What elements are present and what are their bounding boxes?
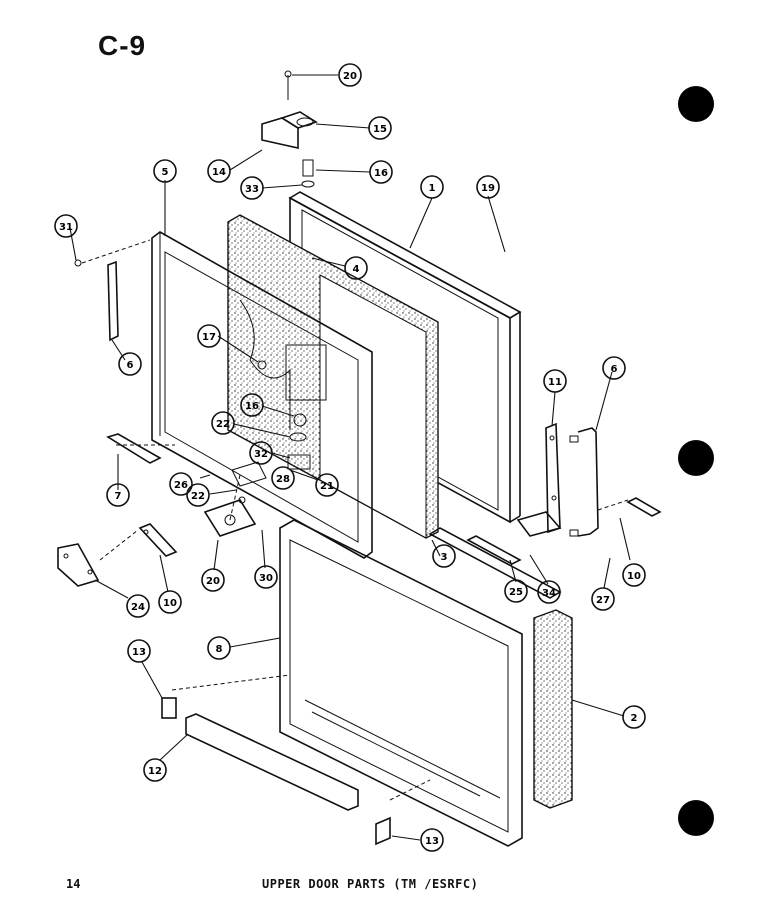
callout-15: 15 bbox=[368, 116, 392, 140]
callout-28: 28 bbox=[271, 466, 295, 490]
page-caption: UPPER DOOR PARTS (TM /ESRFC) bbox=[262, 877, 479, 891]
callout-13-upper: 13 bbox=[127, 639, 151, 663]
svg-text:13: 13 bbox=[425, 836, 439, 847]
top-hinge-hardware bbox=[261, 70, 318, 188]
svg-text:30: 30 bbox=[259, 573, 273, 584]
svg-text:20: 20 bbox=[343, 71, 357, 82]
part-7-strip bbox=[106, 433, 162, 464]
callout-11: 11 bbox=[543, 369, 567, 393]
svg-text:19: 19 bbox=[481, 183, 495, 194]
svg-text:8: 8 bbox=[216, 644, 223, 655]
svg-text:27: 27 bbox=[596, 595, 610, 606]
part-12-bottom-strip bbox=[185, 713, 359, 811]
alignment-lines bbox=[99, 444, 629, 801]
svg-text:4: 4 bbox=[353, 264, 360, 275]
callout-12: 12 bbox=[143, 758, 167, 782]
svg-text:33: 33 bbox=[245, 184, 259, 195]
part-2-side-cap bbox=[533, 609, 573, 809]
page-code: C-9 bbox=[98, 30, 147, 61]
center-hinge-hardware bbox=[203, 344, 327, 537]
callout-34: 34 bbox=[537, 580, 561, 604]
svg-text:2: 2 bbox=[631, 713, 638, 724]
binder-hole-middle bbox=[678, 440, 714, 476]
callout-7: 7 bbox=[106, 483, 130, 507]
page-number: 14 bbox=[66, 877, 81, 891]
callout-26: 26 bbox=[169, 472, 193, 496]
callout-32: 32 bbox=[249, 441, 273, 465]
callout-22-upper: 22 bbox=[211, 411, 235, 435]
svg-text:21: 21 bbox=[320, 481, 334, 492]
callout-21: 21 bbox=[315, 473, 339, 497]
callout-6-left: 6 bbox=[118, 352, 142, 376]
callout-20-lower: 20 bbox=[201, 568, 225, 592]
callout-33: 33 bbox=[240, 176, 264, 200]
binder-hole-top bbox=[678, 86, 714, 122]
part-11-handle-bracket bbox=[516, 422, 562, 537]
svg-text:24: 24 bbox=[131, 602, 145, 613]
svg-text:16: 16 bbox=[374, 168, 388, 179]
callout-24: 24 bbox=[126, 594, 150, 618]
svg-text:13: 13 bbox=[132, 647, 146, 658]
svg-text:5: 5 bbox=[162, 167, 169, 178]
part-4-insulation-panel bbox=[227, 214, 439, 539]
callout-14: 14 bbox=[207, 159, 231, 183]
callout-16-mid: 16 bbox=[240, 393, 264, 417]
callout-27: 27 bbox=[591, 587, 615, 611]
callout-2: 2 bbox=[622, 705, 646, 729]
callout-6-right: 6 bbox=[602, 356, 626, 380]
svg-text:25: 25 bbox=[509, 587, 523, 598]
callout-17: 17 bbox=[197, 324, 221, 348]
svg-text:1: 1 bbox=[429, 183, 436, 194]
callout-30: 30 bbox=[254, 565, 278, 589]
callout-10-left: 10 bbox=[158, 590, 182, 614]
svg-text:22: 22 bbox=[216, 419, 230, 430]
svg-text:16: 16 bbox=[245, 401, 259, 412]
part-13-clip-right bbox=[375, 816, 391, 846]
callout-20-top: 20 bbox=[338, 63, 362, 87]
callout-13-lower: 13 bbox=[420, 828, 444, 852]
callout-1: 1 bbox=[420, 175, 444, 199]
callout-19: 19 bbox=[476, 175, 500, 199]
part-3-breaker-strip bbox=[428, 527, 562, 599]
callout-31: 31 bbox=[54, 214, 78, 238]
part-6-door-handle bbox=[569, 427, 662, 537]
part-13-clip-left bbox=[161, 697, 177, 719]
svg-text:3: 3 bbox=[441, 552, 448, 563]
svg-text:28: 28 bbox=[276, 474, 290, 485]
binder-hole-bottom bbox=[678, 800, 714, 836]
svg-text:17: 17 bbox=[202, 332, 216, 343]
part-5-gasket-frame bbox=[151, 231, 373, 559]
svg-text:15: 15 bbox=[373, 124, 387, 135]
part-10-hinge-pin bbox=[138, 523, 178, 557]
callout-4: 4 bbox=[344, 256, 368, 280]
callout-16-top: 16 bbox=[369, 160, 393, 184]
svg-text:12: 12 bbox=[148, 766, 162, 777]
svg-text:20: 20 bbox=[206, 576, 220, 587]
callout-22-lower: 22 bbox=[186, 483, 210, 507]
part-8-door-outer-panel bbox=[279, 519, 523, 847]
callout-3: 3 bbox=[432, 544, 456, 568]
leader-lines bbox=[69, 74, 631, 841]
part-6-left-trim bbox=[74, 239, 151, 342]
part-25-strip bbox=[466, 535, 522, 565]
callout-25: 25 bbox=[504, 579, 528, 603]
svg-text:6: 6 bbox=[127, 360, 134, 371]
callout-8: 8 bbox=[207, 636, 231, 660]
callout-10-right: 10 bbox=[622, 563, 646, 587]
svg-text:6: 6 bbox=[611, 364, 618, 375]
svg-text:10: 10 bbox=[163, 598, 177, 609]
svg-text:11: 11 bbox=[548, 377, 562, 388]
svg-text:22: 22 bbox=[191, 491, 205, 502]
svg-text:26: 26 bbox=[174, 480, 188, 491]
svg-text:31: 31 bbox=[59, 222, 73, 233]
svg-text:32: 32 bbox=[254, 449, 268, 460]
part-24-hinge-plate bbox=[57, 543, 100, 587]
callout-5: 5 bbox=[153, 159, 177, 183]
svg-text:14: 14 bbox=[212, 167, 226, 178]
svg-text:34: 34 bbox=[542, 588, 556, 599]
svg-text:7: 7 bbox=[115, 491, 122, 502]
svg-text:10: 10 bbox=[627, 571, 641, 582]
